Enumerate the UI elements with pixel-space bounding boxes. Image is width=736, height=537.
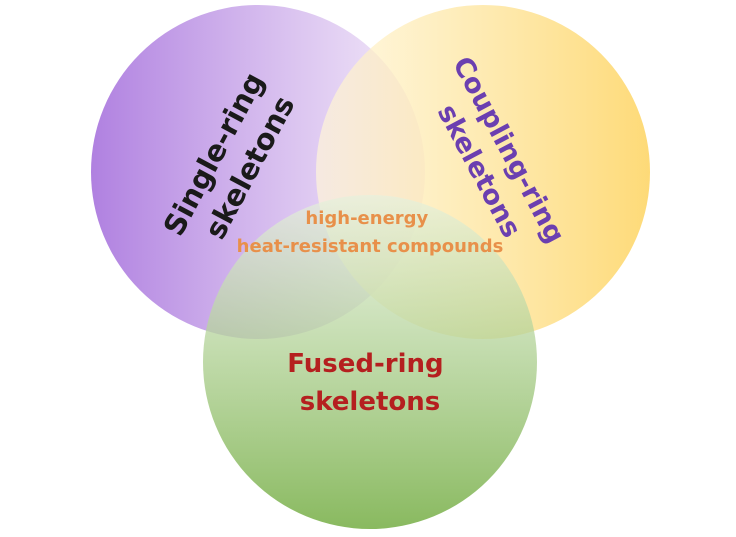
label-intersection-line-1: high-energy: [305, 208, 428, 229]
label-fused-ring: Fused-ring skeletons: [287, 349, 452, 417]
label-fused-ring-line-1: Fused-ring: [287, 349, 443, 379]
label-intersection: high-energy heat-resistant compounds: [237, 208, 504, 257]
label-intersection-line-2: heat-resistant compounds: [237, 236, 504, 257]
circle-fused-ring: [203, 195, 537, 529]
label-fused-ring-line-2: skeletons: [300, 387, 441, 417]
